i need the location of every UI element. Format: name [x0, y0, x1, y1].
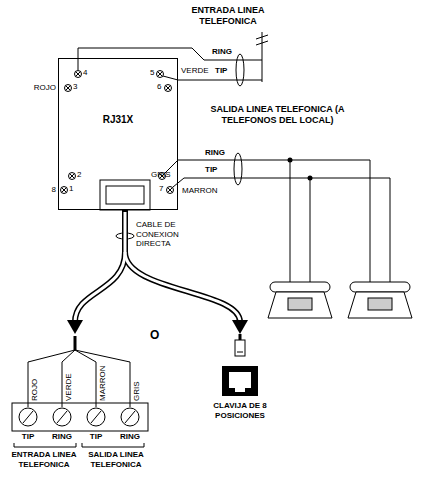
screw-terminal [69, 173, 76, 180]
wire-name: TIP [215, 66, 227, 76]
strip-screw [19, 408, 37, 426]
wire-name: RING [212, 47, 232, 57]
pole-bar [256, 41, 268, 45]
bracket [82, 443, 144, 447]
cable [125, 252, 240, 322]
jack-caption: CLAVIJA DE 8 POSICIONES [198, 401, 282, 420]
line-title: SALIDA LINEA TELEFONICA (A TELEFONOS DEL… [205, 104, 350, 126]
box-title: RJ31X [103, 114, 134, 125]
screw-terminal [165, 85, 172, 92]
wire-colour: 8 [22, 185, 56, 195]
wire-colour: MARRON [99, 365, 107, 401]
junction [288, 158, 293, 163]
line-title: ENTRADA LINEA TELEFONICA [173, 5, 283, 27]
jack-opening [229, 372, 251, 388]
terminal-number: 2 [77, 170, 81, 180]
terminal-name: RING [115, 432, 145, 442]
cable [75, 210, 125, 322]
strip-caption: SALIDA LINEA TELEFONICA [84, 450, 148, 469]
plug [235, 340, 245, 356]
jack-slot [100, 180, 150, 210]
screw-terminal [61, 187, 68, 194]
pole [262, 32, 263, 82]
plug-pins [237, 352, 243, 353]
terminal-number: 1 [69, 184, 73, 194]
wire-colour: ROJO [22, 83, 56, 93]
cable-bundle [74, 336, 77, 350]
wire-colour: MARRON [182, 186, 218, 196]
pole-bar [256, 35, 268, 39]
cable-inner [125, 252, 240, 322]
arrowhead [67, 320, 83, 334]
ring-in-wire [78, 48, 262, 70]
wire-colour: VERDE [181, 66, 209, 76]
wire-name: TIP [205, 165, 217, 175]
bracket [14, 443, 76, 447]
terminal-number: 3 [73, 82, 77, 92]
terminal-number: 6 [157, 82, 161, 92]
terminal-number: 5 [150, 68, 154, 78]
phone-handset [350, 282, 410, 292]
wire [62, 350, 75, 407]
terminal-number: 4 [83, 68, 87, 78]
tip-drop [310, 178, 311, 282]
terminal-number: GRIS [151, 170, 171, 180]
wire-colour: ROJO [31, 379, 39, 401]
tip-out-wire [173, 178, 390, 282]
ring-drop [290, 160, 291, 282]
jack-notch [235, 388, 245, 392]
strip-screw [121, 408, 139, 426]
jack-slot-inner [106, 186, 144, 204]
cable-label: CABLE DE CONEXION DIRECTA [136, 220, 202, 249]
wire [75, 350, 130, 407]
jack-icon [222, 366, 258, 396]
wire-name: RING [205, 148, 225, 158]
cable-marker [236, 54, 244, 86]
terminal-number: 7 [159, 184, 163, 194]
wire-colour: VERDE [65, 373, 73, 401]
strip-caption: ENTRADA LINEA TELEFONICA [5, 450, 83, 469]
screw-terminal [157, 71, 164, 78]
wire-colour: GRIS [133, 381, 141, 401]
cable-inner [75, 212, 125, 322]
phone-handset [270, 282, 330, 292]
wire [75, 350, 96, 407]
cable-marker [234, 153, 242, 185]
phone-base [348, 292, 412, 318]
strip-screw [87, 408, 105, 426]
terminal-strip [12, 403, 148, 431]
phone-keypad [288, 298, 312, 310]
arrowhead [232, 320, 248, 334]
terminal-name: TIP [81, 432, 111, 442]
or-label: O [150, 328, 159, 342]
plug-cable [239, 334, 242, 340]
strip-screw [53, 408, 71, 426]
screw-terminal [65, 85, 72, 92]
phone-base [268, 292, 332, 318]
screw-terminal [167, 187, 174, 194]
wire [28, 350, 75, 407]
terminal-name: RING [47, 432, 77, 442]
junction [308, 176, 313, 181]
screw-terminal [75, 71, 82, 78]
phone-keypad [368, 298, 392, 310]
terminal-name: TIP [13, 432, 43, 442]
